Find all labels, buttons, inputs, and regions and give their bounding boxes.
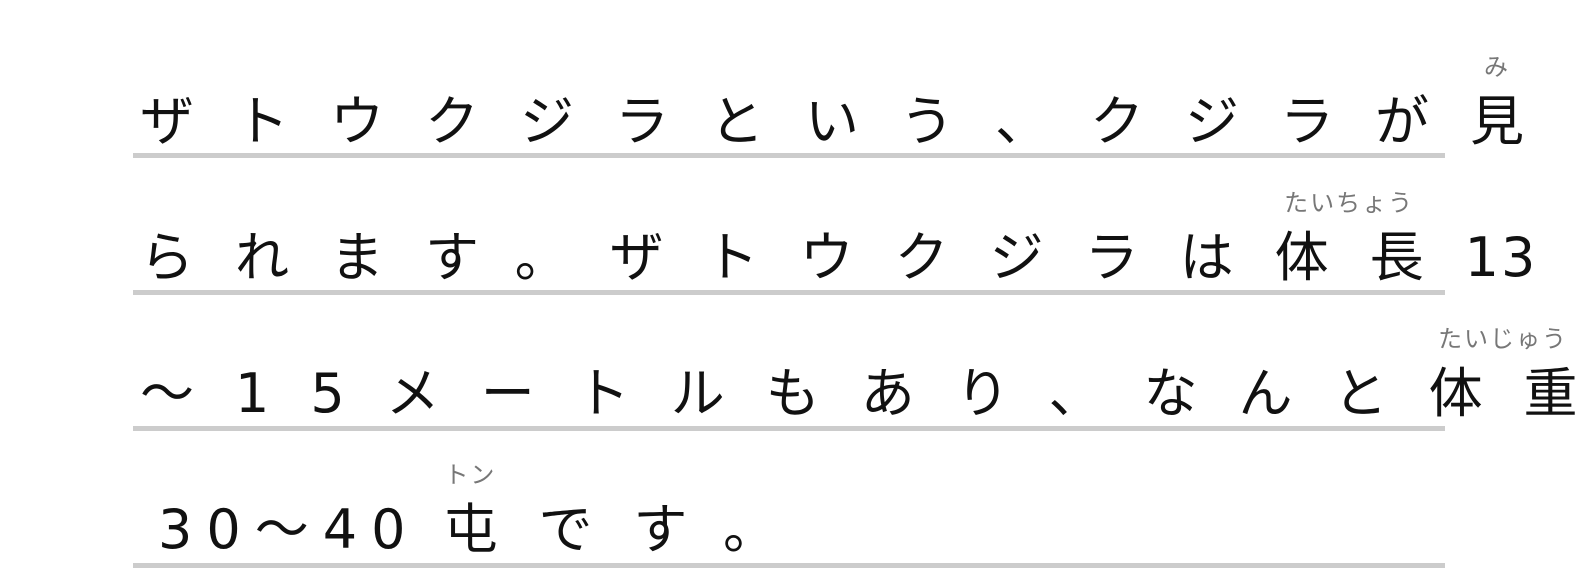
ruled-line xyxy=(133,290,1445,295)
ruled-line xyxy=(133,153,1445,158)
line-text: ～15メートルもあり、なんと xyxy=(140,362,1429,425)
line-text: ザトウクジラという、クジラが xyxy=(140,90,1470,153)
line-text: 13 xyxy=(1464,226,1538,289)
ruby-word: 屯トン xyxy=(443,462,538,562)
ruled-line xyxy=(133,563,1445,568)
ruby-word: 見み xyxy=(1470,54,1565,154)
ruby-word: 体重たいじゅう xyxy=(1429,326,1580,426)
text-line-1: ザトウクジラという、クジラが 見み xyxy=(140,54,1565,154)
furigana: たいちょう xyxy=(1284,189,1415,217)
line-text: られます。ザトウクジラは xyxy=(140,226,1275,289)
ruby-word: 体長たいちょう xyxy=(1275,190,1465,290)
text-line-3: ～15メートルもあり、なんと 体重たいじゅう xyxy=(140,326,1580,426)
line-text: です。 xyxy=(538,498,819,561)
furigana: み xyxy=(1484,53,1510,81)
line-text: 30～40 xyxy=(158,498,420,561)
text-line-4: 30～40 屯トン です。 xyxy=(158,462,819,562)
furigana: たいじゅう xyxy=(1438,325,1569,353)
text-line-2: られます。ザトウクジラは 体長たいちょう 13 xyxy=(140,190,1538,290)
furigana: トン xyxy=(444,461,497,489)
ruled-line xyxy=(133,426,1445,431)
